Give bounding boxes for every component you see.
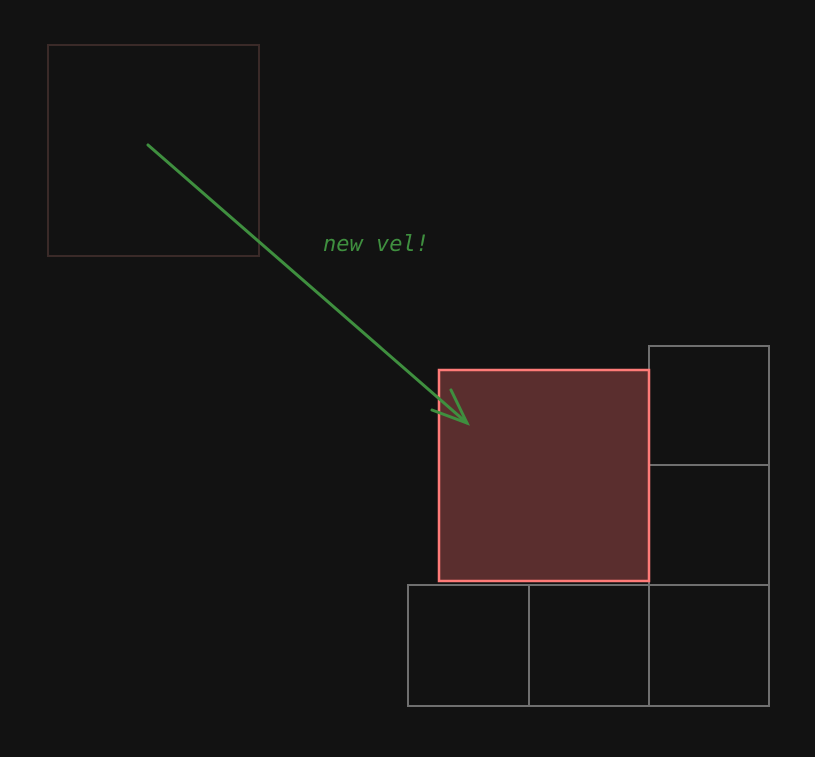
ghost-box xyxy=(47,44,260,257)
grid-cell-bottom-middle xyxy=(528,584,650,707)
velocity-arrow xyxy=(146,143,470,426)
grid-cell-bottom-right xyxy=(648,584,770,707)
grid-cell-middle-right xyxy=(648,464,770,586)
grid-cell-bottom-left xyxy=(407,584,530,707)
grid-cells xyxy=(407,345,770,707)
arrow-head xyxy=(430,388,470,426)
annotation-label: new vel! xyxy=(323,232,429,257)
arrow-shaft xyxy=(146,143,469,425)
grid-cell-top-right xyxy=(648,345,770,466)
active-box xyxy=(437,368,651,583)
